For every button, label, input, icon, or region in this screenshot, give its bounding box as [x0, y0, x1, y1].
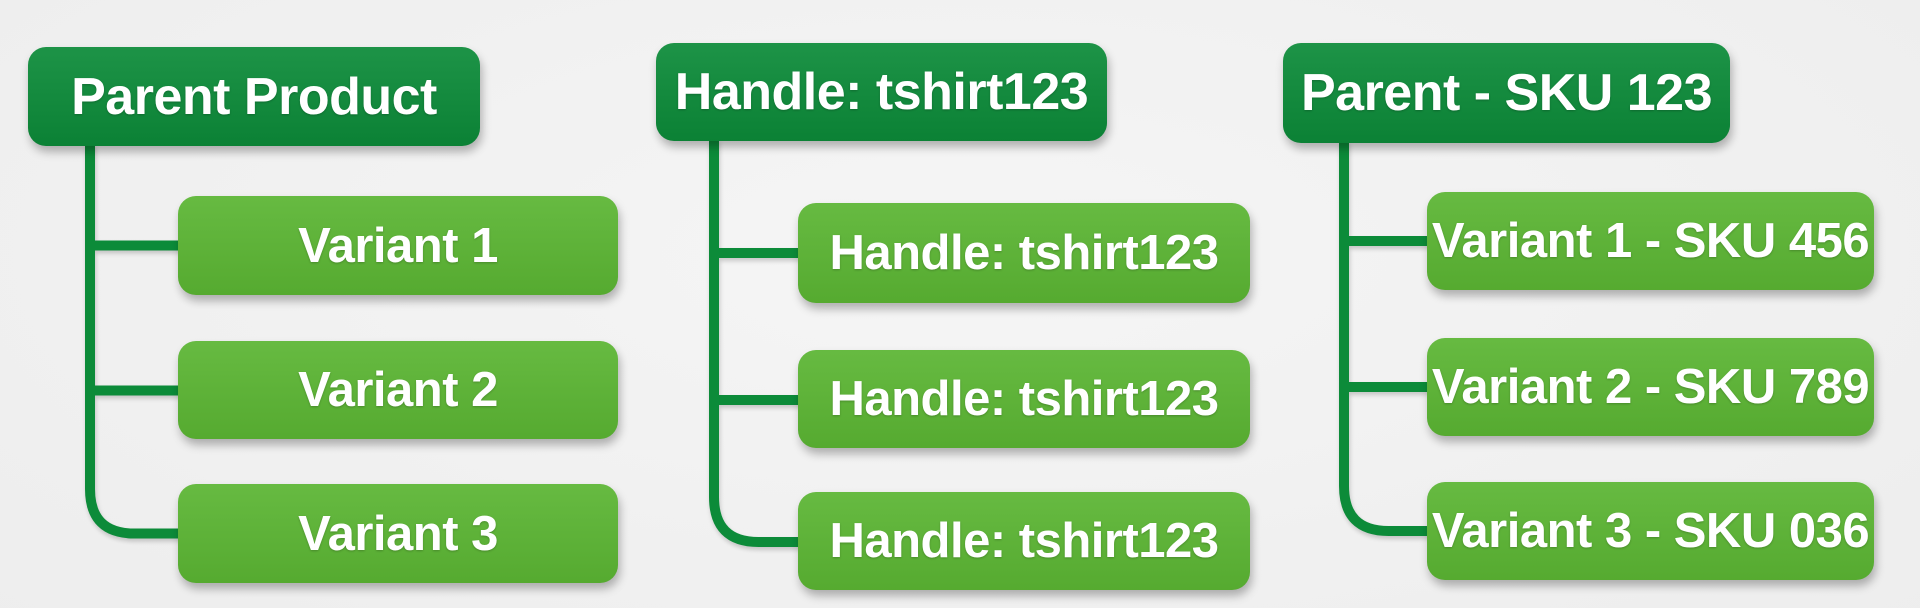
tree1-child-label-3: Variant 3 — [298, 506, 498, 561]
tree3-child-label-3: Variant 3 - SKU 036 — [1431, 504, 1870, 558]
tree2-child-label-3: Handle: tshirt123 — [829, 514, 1219, 568]
tree1-child-label-2: Variant 2 — [298, 363, 498, 417]
tree3-parent-node: Parent - SKU 123 — [1283, 43, 1730, 143]
tree2-connector-line — [709, 139, 802, 547]
tree1-child-label-1: Variant 1 — [298, 218, 498, 273]
tree1-child-node-3: Variant 3 — [178, 484, 618, 583]
tree1-child-node-2: Variant 2 — [178, 341, 618, 439]
tree2-parent-node: Handle: tshirt123 — [656, 43, 1107, 141]
tree3-child-node-3: Variant 3 - SKU 036 — [1427, 482, 1874, 580]
tree3-child-node-2: Variant 2 - SKU 789 — [1427, 338, 1874, 436]
tree2-parent-label: Handle: tshirt123 — [674, 63, 1089, 121]
tree2-child-label-1: Handle: tshirt123 — [829, 226, 1219, 280]
tree1-parent-node: Parent Product — [28, 47, 480, 146]
tree2-child-node-1: Handle: tshirt123 — [798, 203, 1250, 303]
tree1-child-node-1: Variant 1 — [178, 196, 618, 295]
tree3-child-label-1: Variant 1 - SKU 456 — [1431, 214, 1870, 268]
tree3-child-node-1: Variant 1 - SKU 456 — [1427, 192, 1874, 290]
tree3-child-label-2: Variant 2 - SKU 789 — [1431, 360, 1870, 414]
tree2-child-label-2: Handle: tshirt123 — [829, 372, 1219, 426]
tree2-child-node-2: Handle: tshirt123 — [798, 350, 1250, 448]
tree1-connector-line — [85, 144, 182, 539]
tree3-connector-line — [1339, 141, 1431, 536]
tree3-parent-label: Parent - SKU 123 — [1300, 64, 1713, 122]
tree2-child-node-3: Handle: tshirt123 — [798, 492, 1250, 590]
tree1-parent-label: Parent Product — [71, 67, 437, 126]
